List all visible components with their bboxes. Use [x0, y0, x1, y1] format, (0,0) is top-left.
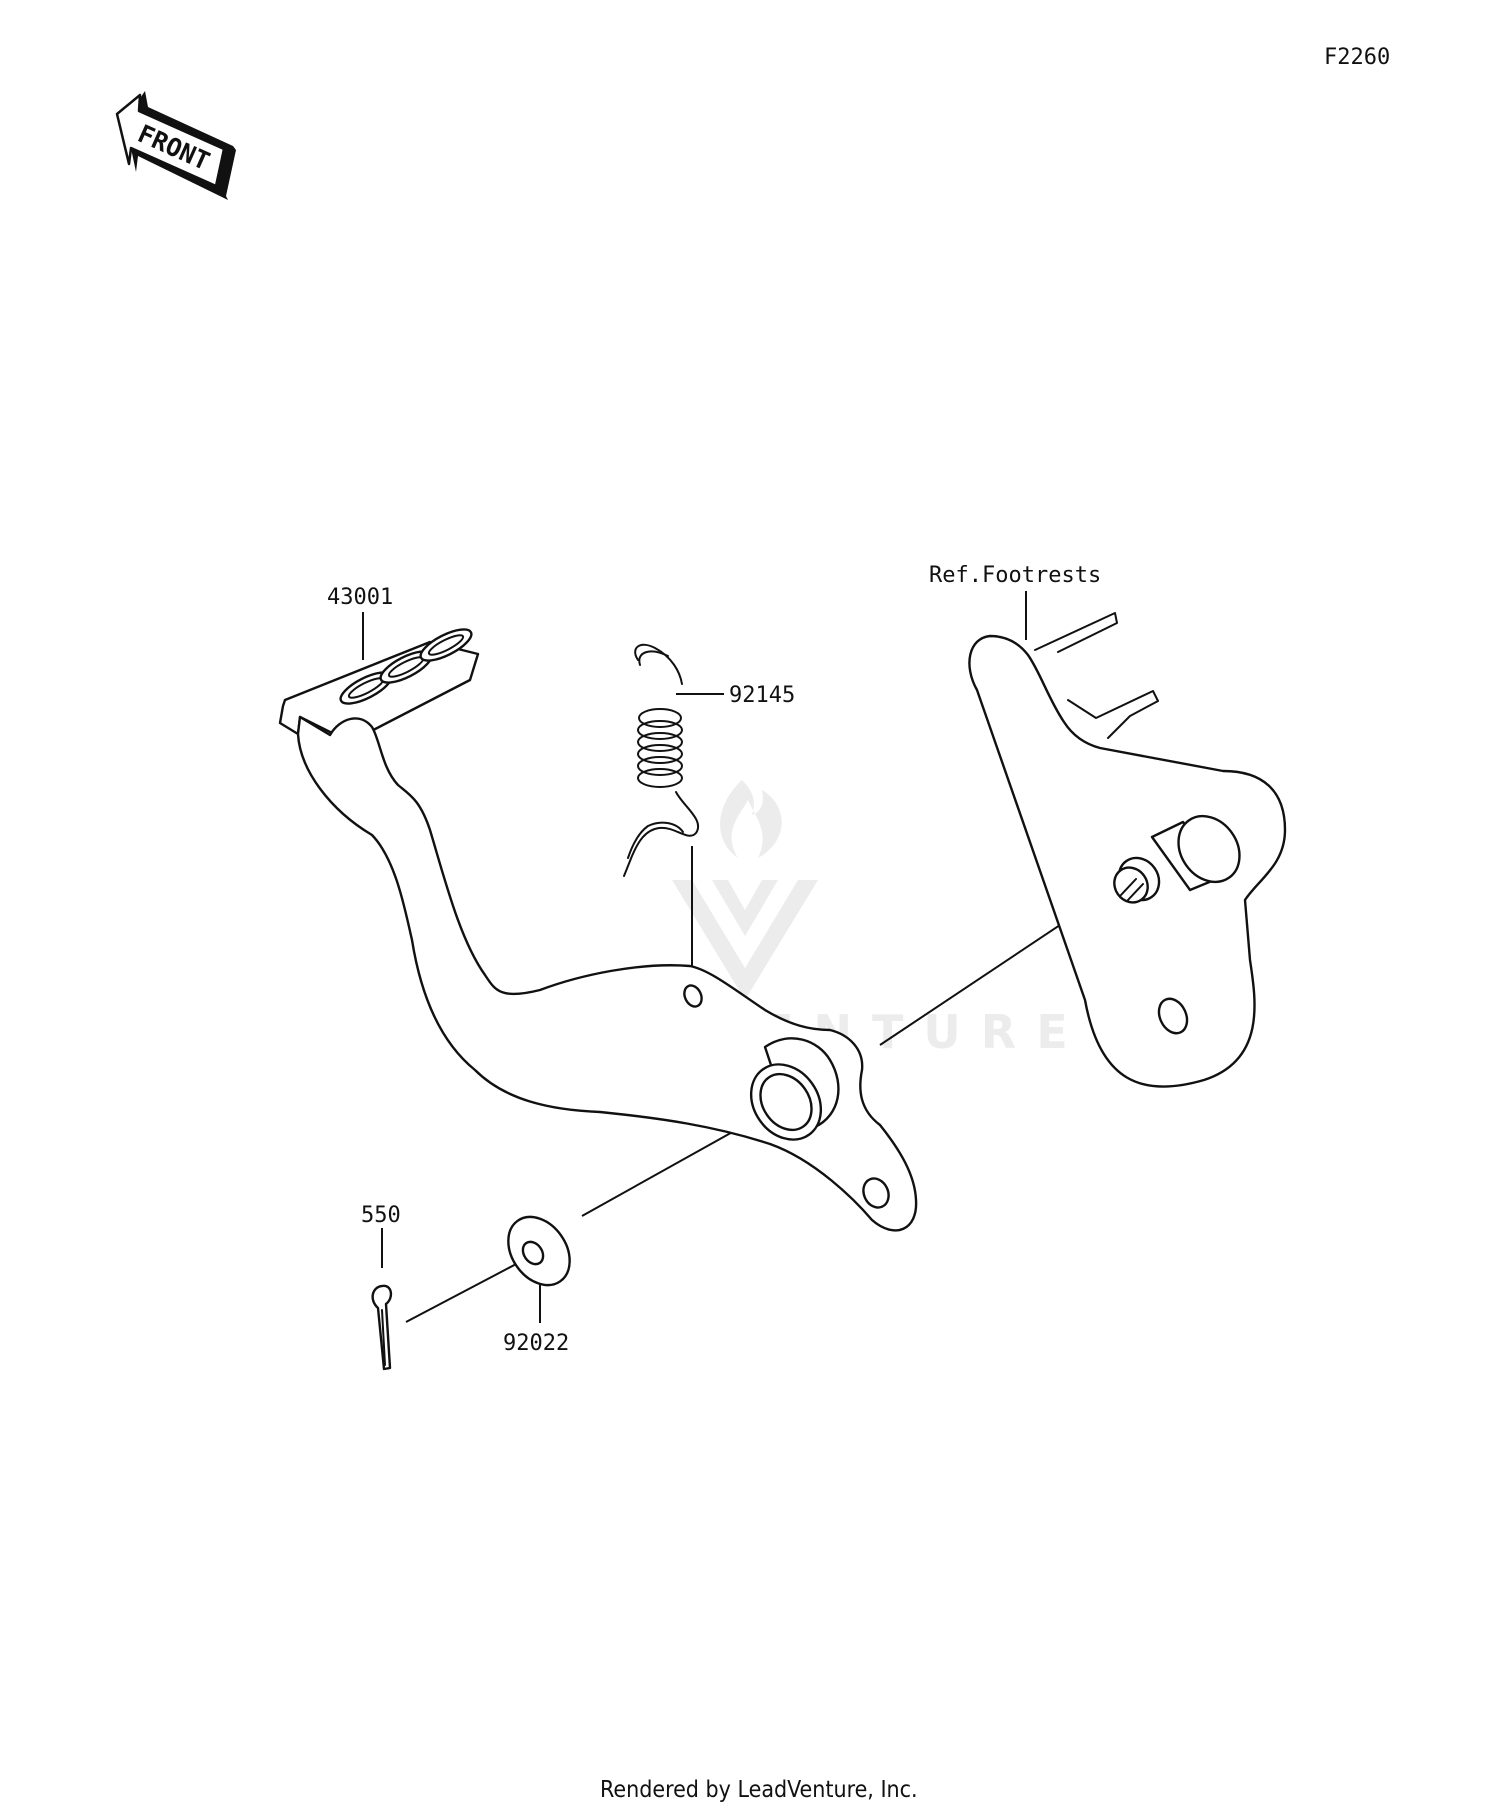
footrest-bracket [968, 612, 1287, 1088]
callout-550: 550 [361, 1203, 401, 1228]
cotter-pin [371, 1284, 393, 1371]
callout-92022: 92022 [503, 1331, 569, 1356]
footer-credit: Rendered by LeadVenture, Inc. [600, 1777, 918, 1803]
washer [507, 1215, 571, 1287]
callout-43001: 43001 [327, 585, 393, 610]
figure-code: F2260 [1324, 45, 1390, 70]
front-arrow-icon: FRONT [115, 91, 236, 200]
return-spring [623, 643, 700, 877]
callout-92145: 92145 [729, 683, 795, 708]
callout-ref-footrests: Ref.Footrests [929, 563, 1101, 588]
brake-pedal [278, 628, 918, 1232]
watermark-logo [672, 780, 818, 1000]
